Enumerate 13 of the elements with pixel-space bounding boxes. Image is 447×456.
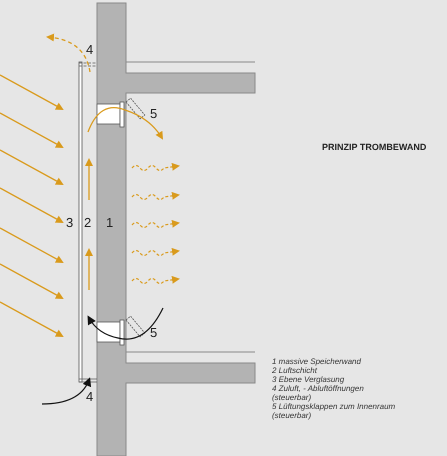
callout-number: 5 bbox=[150, 326, 158, 339]
callout-number: 2 bbox=[84, 216, 92, 229]
callout-number: 4 bbox=[86, 43, 94, 56]
callout-number: 4 bbox=[86, 390, 94, 403]
key-entry: 2 Luftschicht bbox=[272, 366, 318, 375]
key-entry: 1 massive Speicherwand bbox=[272, 357, 362, 366]
key-entry: 5 Lüftungsklappen zum Innenraum (steuerbar) bbox=[272, 402, 396, 420]
callout-number: 3 bbox=[66, 216, 74, 229]
callout-number: 5 bbox=[150, 107, 158, 120]
key-entry: 4 Zuluft, - Abluftöffnungen (steuerbar) bbox=[272, 384, 365, 402]
callout-number: 1 bbox=[106, 216, 114, 229]
diagram-title: PRINZIP TROMBEWAND bbox=[322, 143, 426, 152]
key-entry: 3 Ebene Verglasung bbox=[272, 375, 346, 384]
